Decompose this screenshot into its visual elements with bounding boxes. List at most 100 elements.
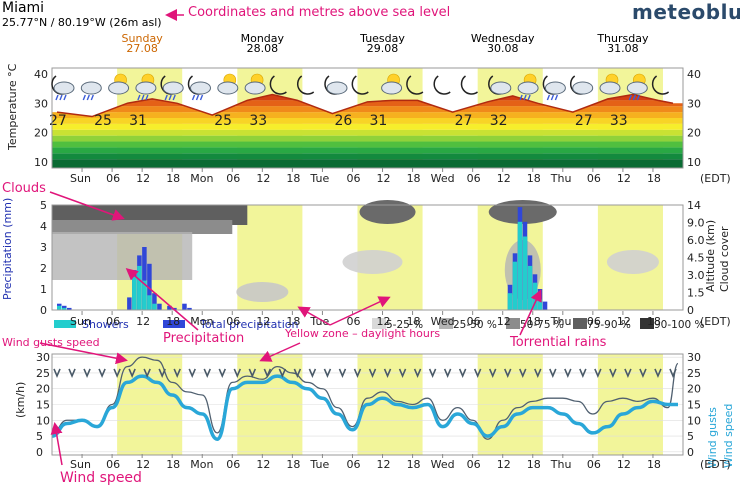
x-tick-label: 12: [617, 458, 631, 471]
wind-direction-arrow: [669, 368, 677, 378]
x-tick-label: Thu: [550, 172, 572, 185]
x-tick-label: 12: [497, 315, 511, 328]
cloud-icon: [53, 81, 75, 95]
cloud-icon: [517, 81, 539, 95]
wind-direction-arrow: [534, 368, 542, 378]
precip-bar: [157, 303, 162, 310]
legend-cloud-swatch: [506, 318, 520, 329]
temperature-band: [52, 153, 683, 160]
annotation-arrow: [50, 422, 63, 466]
legend-cloud-swatch: [372, 318, 386, 329]
precip-bar: [152, 293, 157, 310]
x-tick-label: 06: [587, 458, 601, 471]
x-tick-label: 06: [226, 458, 240, 471]
legend-cloud-label: 25-50 %: [453, 319, 497, 331]
temperature-band: [52, 112, 683, 118]
moon-icon: [351, 75, 369, 95]
wind-direction-arrow: [579, 368, 587, 378]
altitude-ytick: 14: [687, 199, 701, 212]
wind-direction-arrow: [128, 368, 136, 378]
legend-cloud-swatch: [573, 318, 587, 329]
annotation-arrow: [49, 191, 125, 221]
moon-icon: [651, 75, 670, 95]
wind-axis-label: (km/h): [14, 382, 27, 418]
temperature-axis-label: Temperature °C: [6, 63, 19, 151]
x-tick-label: Thu: [550, 458, 572, 471]
wind-ytick: 10: [36, 414, 50, 427]
day-name: Sunday: [122, 32, 164, 45]
wind-gusts-axis-label: Wind gusts: [706, 407, 719, 468]
wind-direction-arrow: [624, 368, 632, 378]
x-tick-label: 06: [226, 315, 240, 328]
cloud-blob: [488, 200, 557, 224]
precip-panel-frame: [51, 204, 684, 311]
x-tick-label: 12: [497, 458, 511, 471]
sun-cloud-icon: [217, 73, 239, 95]
legend-cloud-label: 75-90 %: [587, 319, 631, 331]
day-name: Tuesday: [359, 32, 405, 45]
precip-ytick: 2: [40, 262, 47, 275]
rain-drop: [523, 94, 527, 101]
cloud-icon: [326, 81, 348, 95]
rain-drop: [554, 94, 559, 101]
precip-ytick: 0: [40, 304, 47, 317]
wind-direction-arrow: [413, 368, 422, 378]
x-tick-label: 12: [377, 172, 391, 185]
annotation-arrow: [125, 268, 199, 331]
wind-direction-arrow: [654, 368, 662, 378]
annotation-precipitation: Precipitation: [163, 331, 245, 346]
cloud-icon: [217, 81, 239, 95]
rain-drop: [168, 94, 172, 101]
temperature-label: 27: [49, 113, 67, 129]
temperature-label: 31: [370, 113, 388, 129]
cloud-blob: [52, 220, 233, 234]
timezone-label: (EDT): [700, 458, 731, 471]
temperature-band: [52, 159, 683, 168]
rain-drop: [164, 94, 168, 101]
cloud-icon: [381, 81, 403, 95]
x-tick-label: 12: [377, 458, 391, 471]
wind-ytick: 30: [36, 351, 50, 364]
temperature-band: [52, 106, 683, 113]
x-tick-label: 18: [527, 172, 541, 185]
x-tick-label: Wed: [431, 458, 455, 471]
sun-cloud-icon: [599, 73, 621, 95]
shower-bar: [132, 276, 137, 310]
temperature-ytick: 40: [34, 68, 48, 81]
temperature-label: 25: [214, 113, 232, 129]
x-tick-label: 18: [647, 172, 661, 185]
rain-drop: [59, 94, 63, 101]
wind-direction-arrow: [83, 368, 91, 378]
moon-icon: [651, 75, 670, 95]
cloud-blob: [236, 282, 289, 302]
x-tick-label: 06: [346, 315, 360, 328]
shower-bar: [62, 307, 67, 310]
cloud-icon: [626, 81, 648, 95]
legend-cloud-swatch: [640, 318, 654, 329]
brand-logo[interactable]: meteoblue: [632, 0, 740, 24]
wind-ytick-right: 30: [687, 351, 701, 364]
cloud-icon: [490, 81, 512, 95]
wind-direction-arrow: [519, 368, 527, 378]
temperature-label: 25: [94, 113, 112, 129]
annotation-yellow-zone: Yellow zone – daylight hours: [285, 327, 441, 340]
x-tick-label: 06: [587, 172, 601, 185]
temperature-band: [52, 100, 683, 107]
precip-axis-label: Precipitation (mm): [1, 198, 14, 300]
moon-cloud-rain-icon: [542, 75, 566, 101]
temperature-label: 33: [249, 113, 267, 129]
moon-icon: [406, 75, 424, 95]
wind-direction-arrow: [503, 368, 512, 378]
altitude-ytick: 0: [687, 304, 694, 317]
cloud-icon: [190, 81, 211, 95]
moon-icon: [406, 75, 424, 95]
wind-direction-arrow: [639, 368, 647, 378]
cloud-blob: [359, 200, 416, 224]
wind-direction-arrow: [323, 368, 332, 378]
cloud-icon: [135, 81, 157, 95]
annotation-arrow: [259, 342, 301, 362]
moon-icon: [297, 75, 315, 95]
temperature-ytick-right: 10: [687, 156, 701, 169]
wind-direction-arrow: [353, 368, 362, 378]
